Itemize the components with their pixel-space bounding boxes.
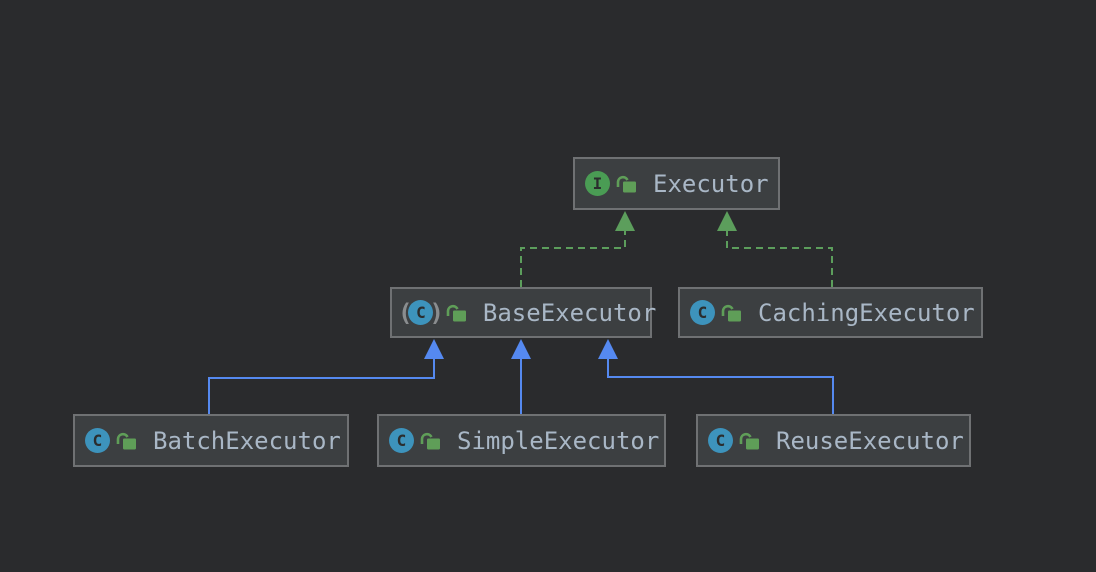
public-lock-icon <box>616 175 636 193</box>
edge-batch-extends-base <box>208 359 435 414</box>
edge-reuse-extends-base <box>607 359 834 414</box>
class-name-label: BatchExecutor <box>153 426 341 455</box>
public-lock-icon <box>420 432 440 450</box>
arrowhead-base-implements-executor <box>615 211 635 231</box>
edge-caching-implements-executor <box>726 231 833 287</box>
class-node-caching-executor[interactable]: C CachingExecutor <box>678 287 983 338</box>
arrowhead-caching-implements-executor <box>717 211 737 231</box>
class-name-label: ReuseExecutor <box>776 426 964 455</box>
class-node-base-executor[interactable]: (C) BaseExecutor <box>390 287 656 338</box>
class-node-reuse-executor[interactable]: C ReuseExecutor <box>696 414 971 467</box>
class-icon: C <box>389 428 414 453</box>
public-lock-icon <box>739 432 759 450</box>
class-name-label: CachingExecutor <box>758 298 975 327</box>
abstract-class-icon: (C) <box>398 298 444 327</box>
arrowhead-reuse-extends-base <box>598 339 618 359</box>
class-name-label: SimpleExecutor <box>457 426 660 455</box>
class-icon: C <box>690 300 715 325</box>
arrowhead-simple-extends-base <box>511 339 531 359</box>
public-lock-icon <box>446 304 466 322</box>
class-name-label: BaseExecutor <box>482 298 657 327</box>
interface-icon: I <box>585 171 610 196</box>
class-name-label: Executor <box>653 169 769 198</box>
class-icon: C <box>85 428 110 453</box>
edge-base-implements-executor <box>520 231 626 287</box>
class-node-batch-executor[interactable]: C BatchExecutor <box>73 414 349 467</box>
class-node-simple-executor[interactable]: C SimpleExecutor <box>377 414 666 467</box>
abstract-paren-right: ) <box>429 298 444 327</box>
class-node-executor[interactable]: I Executor <box>573 157 780 210</box>
public-lock-icon <box>721 304 741 322</box>
class-icon: C <box>408 300 434 325</box>
public-lock-icon <box>116 432 136 450</box>
class-icon: C <box>708 428 733 453</box>
arrowhead-batch-extends-base <box>424 339 444 359</box>
